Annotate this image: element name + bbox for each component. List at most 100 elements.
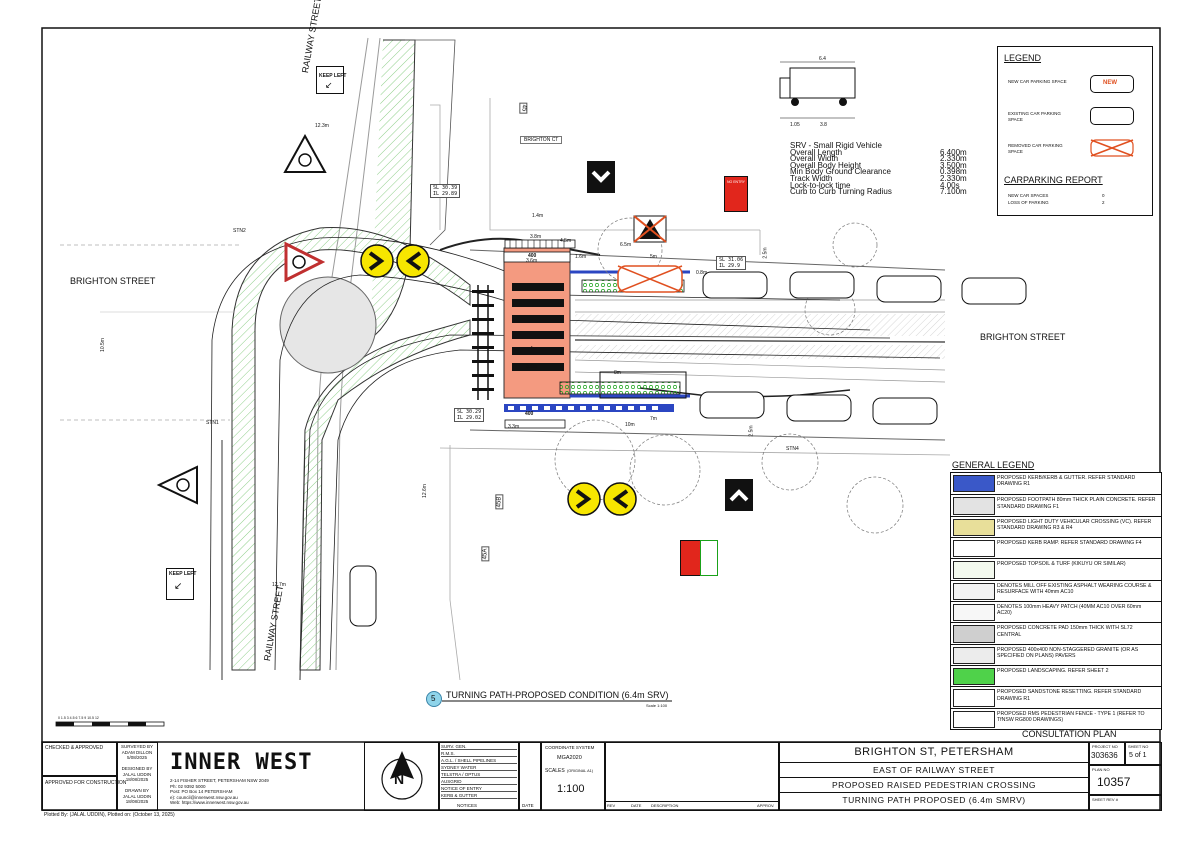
keep-left-sign-bottom: KEEP LEFT ↙ bbox=[166, 568, 196, 600]
coord-scale-cell: COORDINATE SYSTEM MGA2020 SCALES (ORIGIN… bbox=[540, 742, 606, 811]
drawn-by-label: DRAWN BY bbox=[124, 788, 150, 793]
north-arrow-icon bbox=[381, 751, 423, 800]
general-legend-row: PROPOSED RMS PEDESTRIAN FENCE - TYPE 1 (… bbox=[951, 707, 1161, 730]
revisions-cell: REV DATE DESCRIPTION APPROV. bbox=[604, 742, 780, 811]
rev-date-label: DATE bbox=[631, 803, 642, 808]
vehicle-spec-value: 0.398m bbox=[940, 167, 967, 177]
new-badge: NEW bbox=[1103, 80, 1117, 86]
dim-label: 12.3m bbox=[315, 123, 329, 129]
chevron-alignment-sign-top-icon bbox=[360, 244, 430, 278]
legend-text: PROPOSED TOPSOIL & TURF (KIKUYU OR SIMIL… bbox=[997, 561, 1126, 568]
notices-date-cell: DATE bbox=[518, 742, 542, 811]
vehicle-spec-label: Overall Width bbox=[790, 154, 839, 164]
post-label: Post: bbox=[170, 789, 181, 795]
dim-label: 6.5m bbox=[620, 242, 632, 248]
designed-date: 18/08/2025 bbox=[125, 777, 149, 782]
email: council@innerwest.nsw.gov.au bbox=[176, 794, 238, 800]
house-number: 45A bbox=[481, 546, 490, 562]
vehicle-spec-label: Overall Length bbox=[790, 147, 843, 157]
notice-item: KERB & GUTTER bbox=[441, 793, 517, 799]
dim-label: 7m bbox=[650, 416, 657, 422]
surveyed-date: 5/08/2025 bbox=[126, 755, 148, 760]
description-label: DESCRIPTION bbox=[651, 803, 679, 808]
project-no-cell: PROJECT NO 303636 bbox=[1088, 742, 1126, 766]
notice-item: TELSTRA / OPTUS bbox=[441, 772, 517, 778]
title-rule bbox=[779, 792, 1089, 793]
vehicle-spec-row: Overall Length bbox=[790, 147, 843, 157]
no-entry-sign-text: NO ENTRY bbox=[727, 180, 746, 184]
sheet-rev-label: SHEET REV # bbox=[1092, 797, 1118, 802]
vehicle-spec-label: SRV - Small Rigid Vehicle bbox=[790, 141, 882, 150]
legend-title: LEGEND bbox=[1004, 53, 1042, 63]
dim-label: 3.6m bbox=[526, 364, 538, 370]
notice-item: SYDNEY WATER bbox=[441, 765, 517, 771]
sl-right: SL 31.06 bbox=[719, 257, 744, 263]
vehicle-spec-value: 2.330m bbox=[940, 154, 967, 164]
general-legend: PROPOSED KERB/KERB & GUTTER. REFER STAND… bbox=[950, 472, 1162, 730]
brighton-street-label-left: BRIGHTON STREET bbox=[70, 276, 156, 286]
house-number: 45 bbox=[519, 102, 528, 114]
sheet-rev-cell: SHEET REV # bbox=[1088, 794, 1162, 811]
web-label: Web: bbox=[170, 799, 181, 805]
no-entry-sign-top: NO ENTRY bbox=[724, 176, 748, 212]
vehicle-spec-row: Overall Body Height bbox=[790, 161, 861, 170]
vehicle-width-dim: 6.4 bbox=[819, 56, 826, 62]
designed-by: JALAL UDDIN bbox=[122, 771, 152, 777]
scales-sub: (ORIGINAL A1) bbox=[567, 769, 594, 773]
general-legend-row: PROPOSED LANDSCAPING. REFER SHEET 2 bbox=[951, 665, 1161, 687]
sheet-no: 5 of 1 bbox=[1129, 752, 1147, 759]
legend-item-label: REMOVED CAR PARKING SPACE bbox=[1008, 143, 1063, 154]
plotted-by: Plotted By: (JALAL UDDIN), Plotted on: (… bbox=[44, 812, 175, 818]
notice-item: AUSGRID bbox=[441, 779, 517, 785]
drawing-scale: Scale 1:100 bbox=[646, 703, 668, 708]
vehicle-axle-dim: 3.8 bbox=[820, 122, 827, 128]
dim-label: 5m bbox=[650, 254, 657, 260]
approved-label: APPROVED FOR CONSTRUCTION bbox=[45, 780, 127, 786]
title-line: PROPOSED RAISED PEDESTRIAN CROSSING bbox=[831, 780, 1037, 790]
surveyed-by-label: SURVEYED BY bbox=[121, 744, 153, 749]
dim-label: 1.6m bbox=[575, 254, 587, 260]
il-bottom: IL 29.02 bbox=[457, 415, 482, 421]
dim-label: 4.5m bbox=[560, 238, 572, 244]
dim-label: 4m bbox=[530, 346, 537, 352]
vehicle-spec-value: 6.400m bbox=[940, 147, 967, 157]
legend-swatch bbox=[953, 582, 995, 600]
legend-swatch bbox=[953, 689, 995, 707]
legend-swatch bbox=[953, 540, 995, 558]
station-label: STN1 bbox=[206, 420, 219, 426]
report-value: 0 bbox=[1102, 193, 1105, 198]
dim-label: 10.5m bbox=[99, 338, 106, 352]
vehicle-spec-label: Lock-to-lock time bbox=[790, 180, 851, 190]
scale-bar-ticks: 0 1.5 3 4.5 6 7.5 9 10.5 12 bbox=[58, 716, 99, 720]
vehicle-spec-value: 4.00s bbox=[940, 180, 960, 190]
checked-label: CHECKED & APPROVED bbox=[45, 745, 104, 751]
roundabout-warning-sign-red-icon bbox=[284, 242, 325, 282]
title-line: BRIGHTON ST, PETERSHAM bbox=[854, 746, 1014, 758]
general-legend-row: PROPOSED FOOTPATH 80mm THICK PLAIN CONCR… bbox=[951, 494, 1161, 516]
arrow-icon: ↙ bbox=[174, 581, 183, 592]
notice-item: NOTICE OF ENTRY bbox=[441, 786, 517, 792]
house-number: 45B bbox=[495, 494, 504, 510]
dim-label: 1.4m bbox=[532, 213, 544, 219]
vehicle-spec-label: Track Width bbox=[790, 174, 833, 183]
legend-item-label: EXISTING CAR PARKING SPACE bbox=[1008, 111, 1061, 122]
north-arrow-cell: N bbox=[364, 742, 440, 811]
dim-label: 3.8m bbox=[530, 234, 542, 240]
vehicle-spec-row: Overall Width bbox=[790, 155, 838, 163]
title-rule bbox=[779, 762, 1089, 763]
general-legend-row: PROPOSED TOPSOIL & TURF (KIKUYU OR SIMIL… bbox=[951, 558, 1161, 580]
legend-text: PROPOSED SANDSTONE RESETTING. REFER STAN… bbox=[997, 689, 1142, 702]
keep-left-sign-top: KEEP LEFT ↙ bbox=[316, 66, 346, 94]
legend-swatch bbox=[953, 518, 995, 536]
title-rule bbox=[779, 777, 1089, 778]
legend-swatch bbox=[953, 646, 995, 664]
legend-swatch bbox=[953, 668, 995, 686]
legend-swatch bbox=[953, 475, 995, 493]
legend-text: PROPOSED FOOTPATH 80mm THICK PLAIN CONCR… bbox=[997, 497, 1156, 510]
web: https://www.innerwest.nsw.gov.au bbox=[181, 799, 249, 805]
report-label: LOSS OF PARKING bbox=[1008, 200, 1049, 205]
legend-text: PROPOSED LIGHT DUTY VEHICULAR CROSSING (… bbox=[997, 518, 1152, 531]
